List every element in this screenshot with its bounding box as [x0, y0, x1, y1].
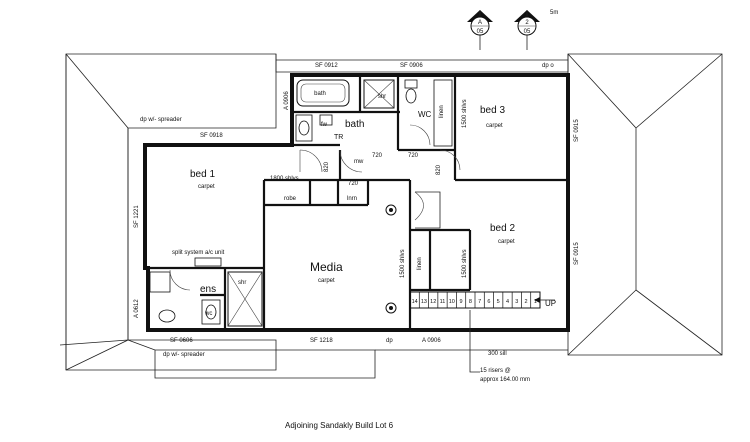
room-media: Media: [310, 260, 343, 274]
room-bed3-floor: carpet: [486, 123, 503, 129]
note-spreader-top: dp w/- spreader: [140, 117, 182, 123]
ac-unit: [194, 257, 222, 267]
section-marker-2-sheet: 05: [524, 29, 531, 35]
stair-number: 3: [515, 299, 518, 305]
plan-caption: Adjoining Sandakly Build Lot 6: [285, 421, 394, 430]
dim-720-a: 720: [372, 153, 383, 159]
window-a0612: A 0612: [134, 299, 140, 318]
window-sf1218: SF 1218: [310, 338, 333, 344]
stair-up-label: UP: [545, 299, 556, 308]
roof-right: [567, 53, 723, 356]
room-bed1-floor: carpet: [198, 184, 215, 190]
section-marker-a: A 05: [467, 10, 493, 50]
section-marker-a-sheet: 05: [477, 29, 484, 35]
section-marker-2: 2 05: [514, 10, 540, 50]
vanity-bath: [295, 114, 333, 142]
bathtub: bath: [296, 79, 350, 107]
split-system-label: split system a/c unit: [172, 250, 225, 256]
wc-top-label: WC: [418, 110, 432, 119]
room-linen-mid: linen: [417, 257, 423, 270]
wc-top-fixture: WC: [404, 79, 432, 119]
stair-number: 12: [430, 299, 436, 305]
ensuite-fixtures: [149, 271, 263, 327]
shower-top: shr: [363, 79, 395, 109]
window-sf0915-top: SF 0915: [574, 119, 580, 142]
room-bed2: bed 2: [490, 223, 515, 234]
doors: [169, 124, 461, 291]
stair-number: 7: [478, 299, 481, 305]
window-sf0918: SF 0918: [200, 133, 223, 139]
stove-circles: [385, 204, 397, 314]
section-marker-2-letter: 2: [525, 20, 529, 26]
stair-number: 14: [412, 299, 418, 305]
room-tr: TR: [334, 134, 343, 141]
window-dp-bottom: dp: [386, 338, 393, 344]
stair-landing: [414, 191, 441, 229]
room-bed3: bed 3: [480, 105, 505, 116]
window-sf0912: SF 0912: [315, 63, 338, 69]
stair-number: 13: [421, 299, 427, 305]
riser-leader: [469, 310, 480, 373]
room-robe: robe: [284, 196, 297, 202]
stair-number: 4: [506, 299, 509, 305]
internal-walls: [145, 75, 568, 330]
shower-top-label: shr: [378, 94, 386, 100]
room-ens: ens: [200, 284, 216, 295]
room-shr-ens: shr: [238, 280, 246, 286]
note-spreader-bottom: dp w/- spreader: [163, 352, 205, 358]
window-a0906-left: A 0906: [284, 91, 290, 110]
stair-number: 8: [469, 299, 472, 305]
room-mw: mw: [354, 159, 364, 165]
note-risers-2: approx 164.00 mm: [480, 377, 530, 383]
bathtub-label: bath: [314, 91, 326, 97]
shelves-1500-top: 1500 shlvs: [462, 99, 468, 128]
window-a0906-bottom: A 0906: [422, 338, 441, 344]
dim-sill: 300 sill: [488, 351, 507, 357]
dim-720-c: 720: [348, 181, 359, 187]
dim-820-a: 820: [324, 161, 330, 172]
room-bed1: bed 1: [190, 169, 215, 180]
linen-top: linen: [433, 79, 453, 147]
shelves-1800: 1800 shlvs: [270, 176, 299, 182]
window-dp0: dp o: [542, 63, 554, 69]
north-mark: 5m: [550, 10, 558, 16]
stair-number: 10: [449, 299, 455, 305]
stair-number: 5: [497, 299, 500, 305]
window-sf0606: SF 0606: [170, 338, 193, 344]
roof-top: [275, 54, 569, 73]
window-sf0906-top: SF 0906: [400, 63, 423, 69]
window-sf1221: SF 1221: [134, 205, 140, 228]
stair-number: 2: [525, 299, 528, 305]
roof-left: [65, 53, 277, 371]
shelves-1500-b: 1500 shlvs: [462, 249, 468, 278]
room-media-floor: carpet: [318, 278, 335, 284]
dim-820-b: 820: [436, 164, 442, 175]
linen-top-label: linen: [439, 105, 445, 118]
roof-lower: [59, 339, 568, 379]
stair-number: 11: [440, 299, 446, 305]
stair-number: 6: [487, 299, 490, 305]
dim-720-b: 720: [408, 153, 419, 159]
room-bed2-floor: carpet: [498, 239, 515, 245]
room-fw: fw: [321, 122, 328, 128]
stair-number: 1: [534, 299, 537, 305]
room-bath: bath: [345, 119, 364, 130]
stair-number: 9: [460, 299, 463, 305]
note-risers-1: 15 risers @: [480, 368, 511, 374]
room-wc-ens: wc: [204, 311, 212, 317]
section-marker-a-letter: A: [478, 20, 482, 26]
shelves-1500-a: 1500 shlvs: [400, 249, 406, 278]
room-lnrn: lnrn: [347, 196, 357, 202]
window-sf0915-right: SF 0915: [574, 242, 580, 265]
